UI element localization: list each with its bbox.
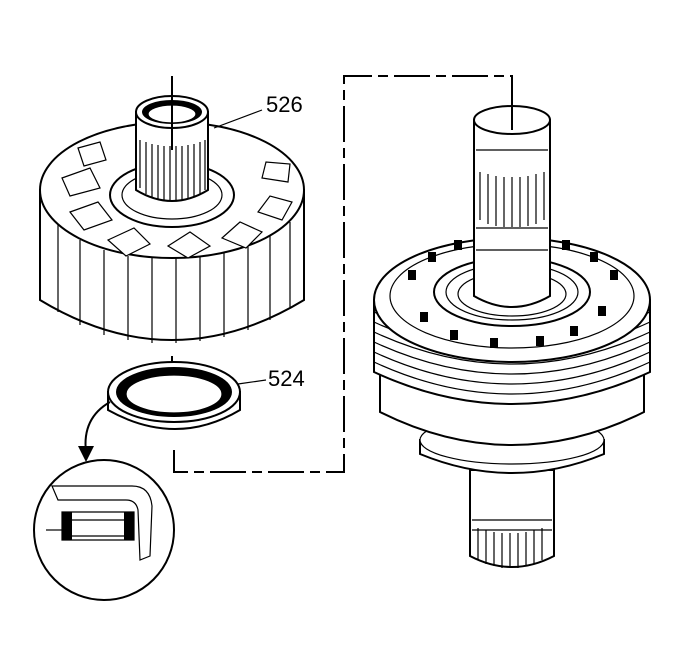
detail-arrow — [78, 401, 111, 462]
part-524-seal — [107, 361, 267, 430]
clutch-assembly — [373, 102, 651, 568]
callout-524: 524 — [268, 366, 305, 391]
alignment-dashed-line — [173, 75, 513, 473]
part-526-hub — [39, 76, 305, 420]
callout-526: 526 — [266, 92, 303, 117]
seal-cross-section-detail — [33, 459, 175, 601]
